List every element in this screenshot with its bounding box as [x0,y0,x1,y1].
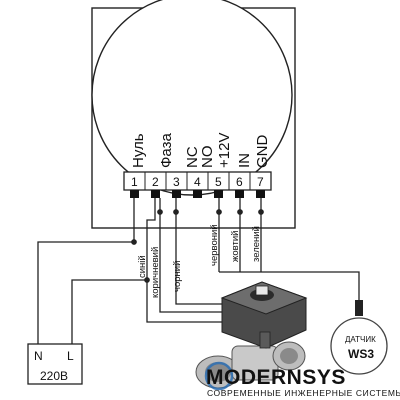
motorized-valve [195,281,308,389]
power-block: N L 220В [27,343,83,385]
wire-brown [159,198,223,313]
terminal-number-1: 1 [131,175,138,189]
wire-labels: синій коричневий чорний червоний жовтий … [137,224,262,298]
terminal-label-4: NO [199,146,216,169]
brand-name: MODERNSYS [206,366,346,389]
terminal-label-3: NC [184,146,201,168]
terminal-number-5: 5 [215,175,222,189]
terminal-number-7: 7 [257,175,264,189]
brand-logo-icon [204,361,234,391]
terminal-block: 1 2 3 4 5 6 7 [123,171,272,198]
terminal-label-2: Фаза [158,133,175,168]
wire-label-red: червоний [209,224,220,266]
terminal-label-5: +12V [216,133,233,168]
wire-blue [146,280,225,323]
wire-label-yellow: жовтий [230,231,241,262]
wire-label-blue: синій [137,255,148,278]
wire-black [175,198,224,305]
brand-tagline: СОВРЕМЕННЫЕ ИНЖЕНЕРНЫЕ СИСТЕМЫ [207,388,400,398]
terminal-label-6: IN [236,153,253,168]
power-l-label: L [67,349,74,363]
power-voltage-label: 220В [40,369,68,383]
terminal-number-6: 6 [236,175,243,189]
controller-dial [91,0,293,196]
brand-watermark: MODERNSYS СОВРЕМЕННЫЕ ИНЖЕНЕРНЫЕ СИСТЕМЫ [204,361,400,398]
power-n-label: N [34,349,43,363]
terminal-number-2: 2 [152,175,159,189]
terminal-label-7: GND [254,135,271,169]
terminal-number-3: 3 [173,175,180,189]
wire-label-green: зелений [251,226,262,262]
wire-neutral [37,198,135,344]
terminal-labels: Нуль Фаза NC NO +12V IN GND [130,133,271,168]
sensor-model: WS3 [348,347,374,361]
wire-label-black: чорний [172,261,183,292]
leak-sensor: ДАТЧИК WS3 [330,300,388,375]
terminal-label-1: Нуль [130,133,147,168]
wire-label-brown: коричневий [150,247,161,298]
sensor-title: ДАТЧИК [345,335,376,344]
terminal-number-4: 4 [194,175,201,189]
wire-phase [71,198,156,344]
wire-sensor-bus [219,271,360,304]
wires [37,198,360,344]
